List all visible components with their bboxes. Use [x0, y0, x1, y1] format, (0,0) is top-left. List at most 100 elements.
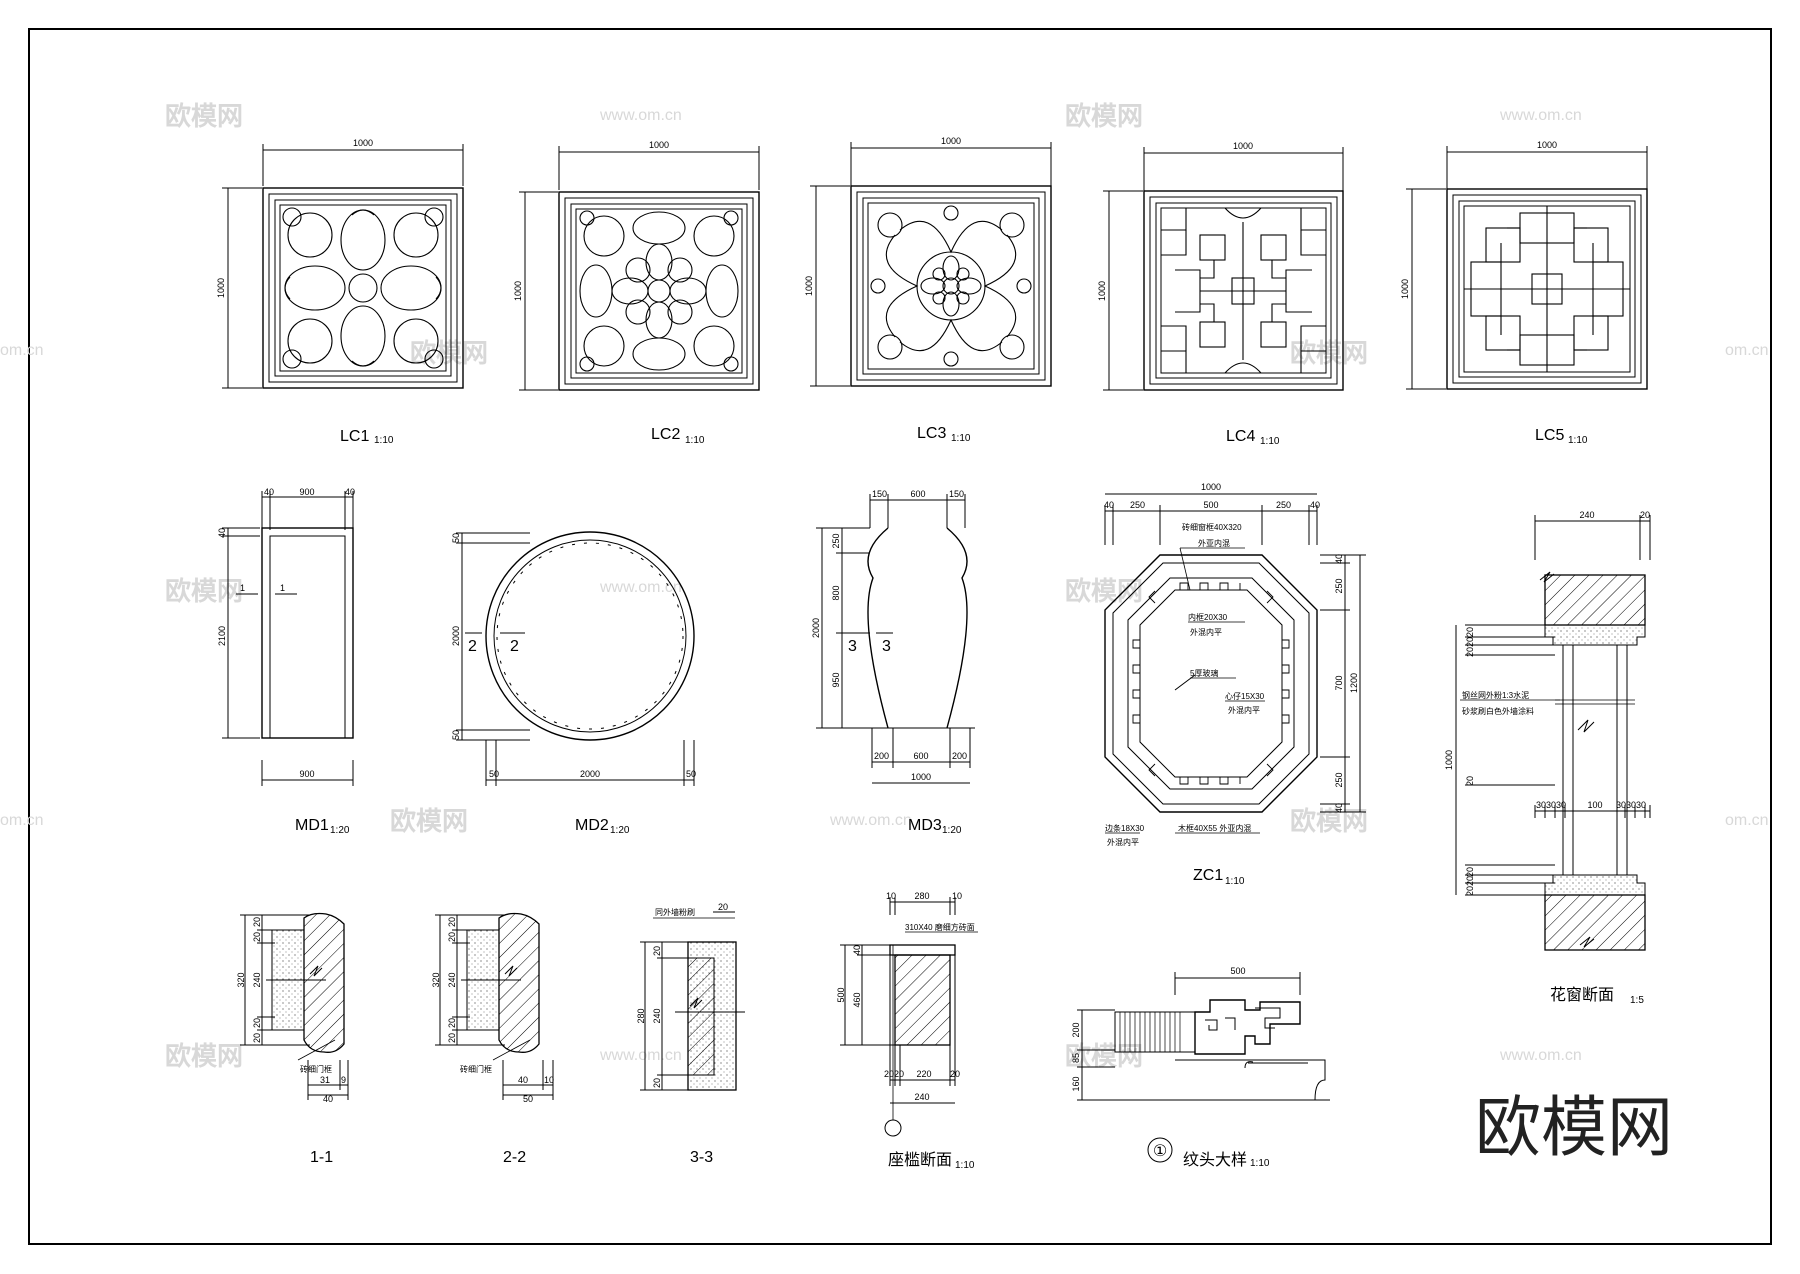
section-mark: 2 [468, 638, 477, 655]
dim-left: 20 [1465, 867, 1475, 877]
dim-left: 160 [1071, 1076, 1081, 1091]
watermark-url: www.om.cn [599, 1047, 682, 1064]
dim-left: 50 [451, 533, 461, 543]
dim-right: 700 [1334, 675, 1344, 690]
flower-note-1: 钢丝网外粉1:3水泥 [1462, 690, 1529, 700]
window-label: LC4 [1226, 428, 1255, 445]
section-label: 1-1 [310, 1149, 333, 1166]
watermark-text: 欧模网 [1290, 806, 1368, 836]
dim-left: 20 [447, 932, 457, 942]
dim-bottom: 30 [1556, 800, 1566, 810]
watermark-url: om.cn [0, 812, 44, 829]
dim-top: 600 [910, 489, 925, 499]
watermark-url: www.om.cn [1499, 107, 1582, 124]
detail-label: 纹头大样 [1183, 1151, 1247, 1169]
watermark-url: www.om.cn [599, 107, 682, 124]
dim-height: 1000 [216, 278, 226, 298]
window-scale: 1:10 [1225, 876, 1245, 887]
dim-top: 500 [1203, 500, 1218, 510]
door-scale: 1:20 [942, 825, 962, 836]
door-label: MD3 [908, 817, 942, 834]
window-scale: 1:10 [685, 435, 705, 446]
dim-left: 20 [447, 917, 457, 927]
dim-left-total: 320 [431, 972, 441, 987]
window-scale: 1:10 [951, 433, 971, 444]
dim-height: 1000 [1400, 279, 1410, 299]
flower-note-2: 砂浆刷白色外墙涂料 [1462, 706, 1534, 716]
end-pattern-detail: 500 200 85 160 ① 纹头大样 1:10 [1071, 966, 1330, 1169]
dim-top: 40 [345, 487, 355, 497]
watermark-text: 欧模网 [390, 806, 468, 836]
dim-bottom: 200 [952, 751, 967, 761]
dim-bottom: 2000 [580, 769, 600, 779]
door-md3: 150 600 150 250 800 950 2000 3 3 200 600… [811, 489, 975, 836]
dim-top: 150 [872, 489, 887, 499]
watermark-layer: 欧模网 www.om.cn 欧模网 www.om.cn om.cn 欧模网 欧模… [0, 101, 1769, 1071]
dim-bottom: 31 [320, 1075, 330, 1085]
dim-bottom: 200 [874, 751, 889, 761]
lattice-window-lc1: 1000 1000 LC1 1:10 [216, 138, 464, 446]
dim-bottom: 20 [894, 1069, 904, 1079]
dim-right: 40 [1334, 803, 1344, 813]
section-label: 2-2 [503, 1149, 526, 1166]
zc1-note-inner: 内框20X30 [1188, 612, 1228, 622]
brand-watermark: 欧模网 [1475, 1089, 1673, 1166]
detail-number: ① [1153, 1143, 1167, 1160]
dim-height: 1000 [804, 276, 814, 296]
section-scale: 1:10 [955, 1160, 975, 1171]
section-mark: 3 [848, 638, 857, 655]
section-mark: 1 [240, 583, 245, 593]
dim-top: 10 [886, 891, 896, 901]
dim-left-total: 320 [236, 972, 246, 987]
section-label: 花窗断面 [1550, 986, 1614, 1004]
dim-right: 250 [1334, 578, 1344, 593]
sheet-border [28, 28, 1772, 1245]
dim-left: 20 [652, 946, 662, 956]
dim-width: 1000 [941, 136, 961, 146]
window-scale: 1:10 [1260, 436, 1280, 447]
window-label: LC5 [1535, 427, 1564, 444]
dim-left: 800 [831, 585, 841, 600]
dim-width: 1000 [649, 140, 669, 150]
dim-left: 2100 [217, 626, 227, 646]
dim-top: 20 [1640, 510, 1650, 520]
zc1-note-brick: 砖细窗框40X320 [1182, 522, 1242, 532]
dim-bottom: 20 [884, 1069, 894, 1079]
dim-left: 240 [652, 1008, 662, 1023]
dim-left: 40 [852, 945, 862, 955]
watermark-url: om.cn [1725, 812, 1769, 829]
dim-top: 40 [264, 487, 274, 497]
window-scale: 1:10 [1568, 435, 1588, 446]
dim-left: 950 [831, 672, 841, 687]
sill-top-note: 310X40 磨细方砖面 [905, 922, 975, 932]
dim-left: 85 [1071, 1053, 1081, 1063]
section-note: 砖细门框 [460, 1064, 492, 1074]
dim-left: 20 [1465, 876, 1475, 886]
dim-left: 200 [1071, 1022, 1081, 1037]
zc1-note-inner-sub: 外混内平 [1190, 627, 1222, 637]
window-label: ZC1 [1193, 867, 1223, 884]
door-scale: 1:20 [330, 825, 350, 836]
dim-left: 460 [852, 992, 862, 1007]
watermark-url: www.om.cn [1499, 1047, 1582, 1064]
dim-bottom-total: 40 [323, 1094, 333, 1104]
dim-top: 500 [1230, 966, 1245, 976]
lattice-window-lc5: 1000 1000 LC5 1:10 [1400, 140, 1648, 446]
section-scale: 1:5 [1630, 995, 1644, 1006]
zc1-note-core: 心仔15X30 [1225, 691, 1265, 701]
dim-width: 1000 [1233, 141, 1253, 151]
dim-bottom: 100 [1587, 800, 1602, 810]
dim-bottom: 10 [544, 1075, 554, 1085]
dim-left: 20 [1465, 776, 1475, 786]
window-zc1: 1000 40 250 500 250 40 砖细窗框40X320 外亚内混 内… [1104, 482, 1366, 887]
door-label: MD2 [575, 817, 609, 834]
dim-left: 20 [1465, 647, 1475, 657]
dim-top: 20 [718, 902, 728, 912]
dim-top: 900 [299, 487, 314, 497]
zc1-note-glass: 5厚玻璃 [1190, 668, 1218, 678]
dim-height: 1000 [513, 281, 523, 301]
dim-top-total: 1000 [1201, 482, 1221, 492]
dim-width: 1000 [353, 138, 373, 148]
lattice-window-lc3: 1000 1000 LC3 1:10 [804, 136, 1052, 444]
dim-left: 20 [1465, 627, 1475, 637]
